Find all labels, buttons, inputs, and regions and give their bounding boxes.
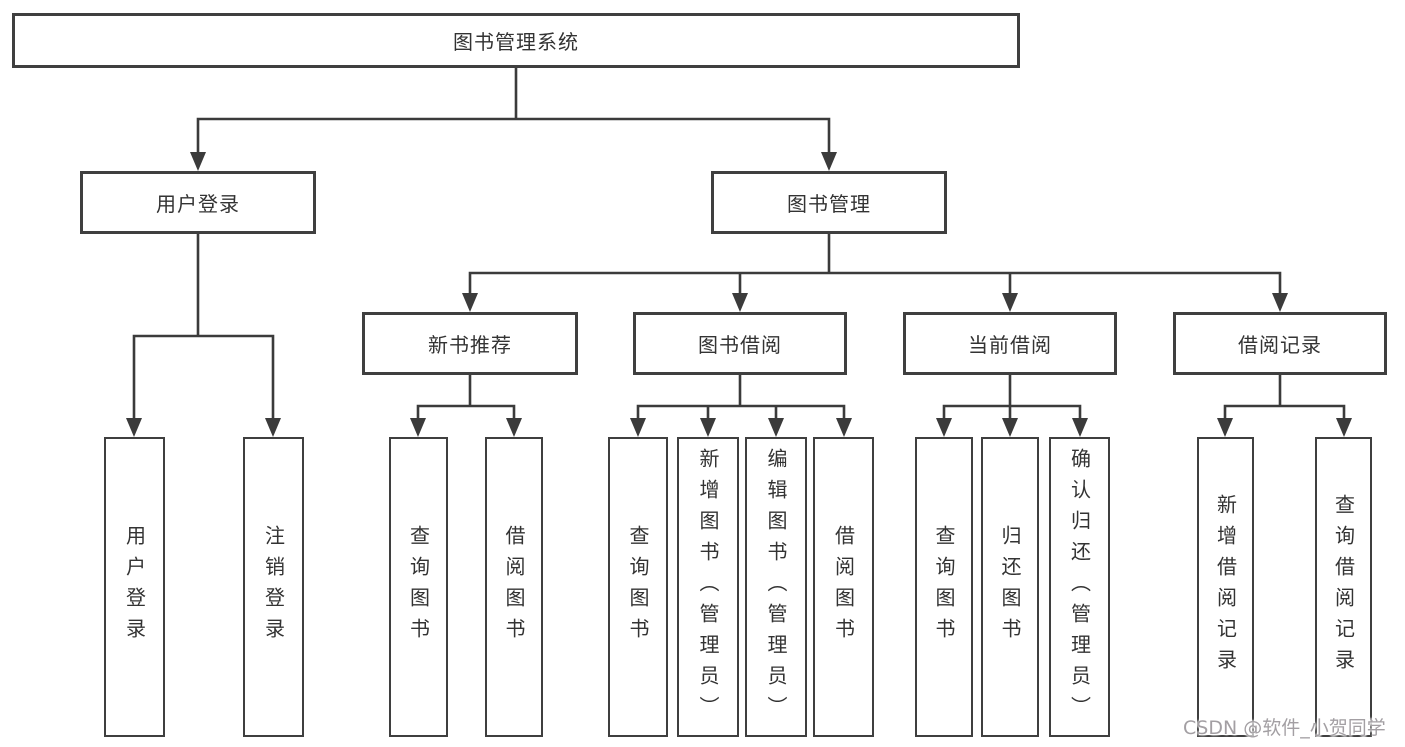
node-library-system: 图书管理系统: [12, 13, 1020, 68]
leaf-return-book: 归还图书: [981, 437, 1039, 737]
leaf-label: 新增借阅记录: [1213, 494, 1238, 680]
leaf-label: 查询图书: [932, 525, 956, 649]
leaf-label: 注销登录: [261, 525, 286, 649]
leaf-label: 新增图书（管理员）: [696, 447, 720, 727]
leaf-label: 归还图书: [998, 525, 1022, 649]
leaf-query-books: 查询图书: [915, 437, 973, 737]
leaf-user-login: 用户登录: [104, 437, 165, 737]
leaf-query-books: 查询图书: [608, 437, 668, 737]
leaf-label: 借阅图书: [831, 525, 856, 649]
leaf-label: 借阅图书: [502, 525, 526, 649]
leaf-logout: 注销登录: [243, 437, 304, 737]
leaf-confirm-return-admin: 确认归还（管理员）: [1049, 437, 1110, 737]
leaf-add-borrow-record: 新增借阅记录: [1197, 437, 1254, 737]
csdn-watermark: CSDN @软件_小贺同学: [1183, 717, 1386, 739]
leaf-borrow-book: 借阅图书: [485, 437, 543, 737]
leaf-add-book-admin: 新增图书（管理员）: [677, 437, 739, 737]
node-current-borrow: 当前借阅: [903, 312, 1117, 375]
leaf-query-borrow-record: 查询借阅记录: [1315, 437, 1372, 737]
node-borrow-records: 借阅记录: [1173, 312, 1387, 375]
node-book-management: 图书管理: [711, 171, 947, 234]
leaf-label: 查询图书: [626, 525, 650, 649]
node-user-login: 用户登录: [80, 171, 316, 234]
leaf-edit-book-admin: 编辑图书（管理员）: [745, 437, 807, 737]
leaf-borrow-book: 借阅图书: [813, 437, 874, 737]
node-book-borrow: 图书借阅: [633, 312, 847, 375]
node-new-book-recommend: 新书推荐: [362, 312, 578, 375]
leaf-query-books: 查询图书: [389, 437, 448, 737]
leaf-label: 查询图书: [406, 525, 431, 649]
leaf-label: 查询借阅记录: [1331, 494, 1356, 680]
leaf-label: 编辑图书（管理员）: [764, 447, 788, 727]
leaf-label: 确认归还（管理员）: [1067, 447, 1092, 727]
leaf-label: 用户登录: [122, 525, 147, 649]
